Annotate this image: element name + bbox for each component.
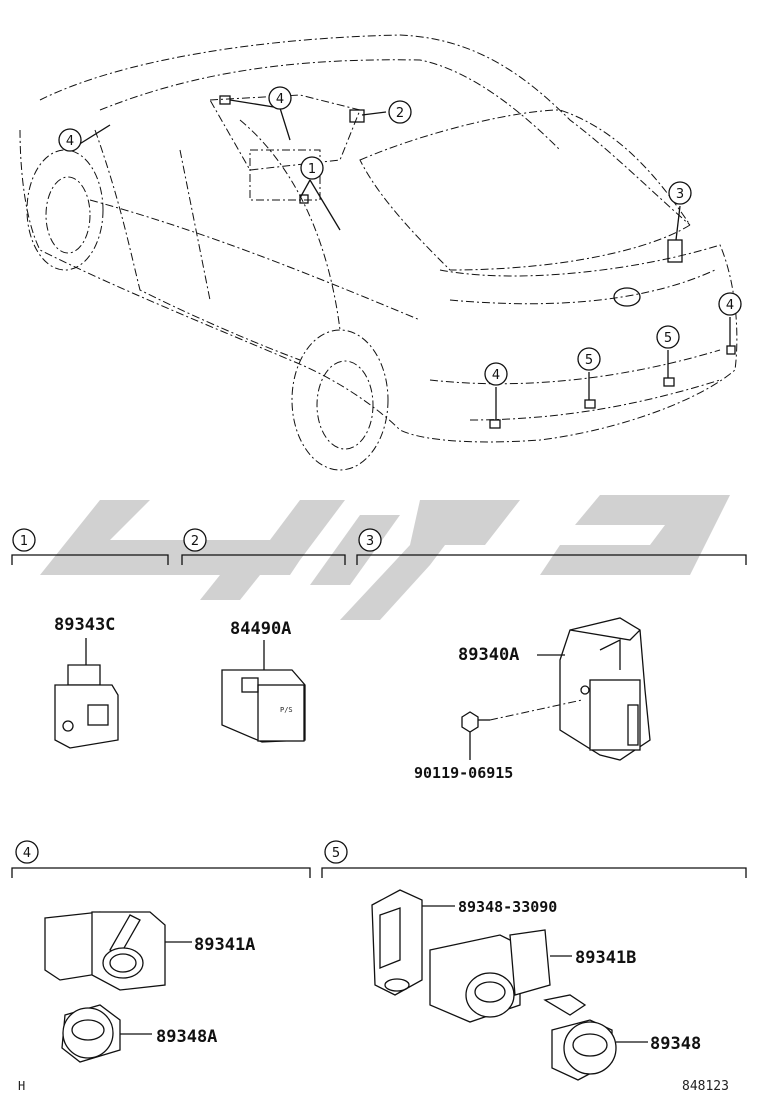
label-89348: 89348 [650, 1034, 701, 1054]
figure-number: 848123 [682, 1079, 729, 1094]
section-4-header: 4 [11, 840, 311, 878]
label-89343C: 89343C [54, 615, 115, 635]
part-89348A-drawing [61, 1004, 152, 1063]
svg-text:4: 4 [492, 368, 500, 383]
part-89343C-drawing [54, 638, 119, 749]
callout-2-car: 2 [388, 100, 412, 124]
callout-3-car: 3 [668, 181, 692, 205]
svg-text:4: 4 [23, 846, 31, 861]
svg-text:1: 1 [308, 162, 316, 177]
callout-4-upper: 4 [268, 86, 292, 110]
part-84490A-drawing: P/S [221, 640, 306, 743]
section-2-header: 2 [181, 528, 346, 565]
svg-text:4: 4 [276, 92, 284, 107]
svg-text:P/S: P/S [280, 706, 293, 714]
svg-text:4: 4 [66, 134, 74, 149]
label-84490A: 84490A [230, 619, 291, 639]
part-89341B-drawing [429, 929, 572, 1023]
svg-text:2: 2 [191, 534, 199, 549]
corner-mark: H [18, 1079, 25, 1093]
callout-4-rear-left: 4 [484, 362, 508, 386]
watermark-logo [40, 495, 730, 620]
part-89348-33090-drawing [371, 889, 455, 996]
bolt-90119-06915-drawing [461, 699, 583, 760]
car-callout-leaders [69, 99, 731, 420]
section-1-header: 1 [11, 528, 169, 565]
svg-text:2: 2 [396, 106, 404, 121]
part-89348-drawing [543, 994, 648, 1081]
callout-1-car: 1 [300, 156, 324, 180]
label-89340A: 89340A [458, 645, 519, 665]
callout-5-rear-right: 5 [656, 325, 680, 349]
svg-text:1: 1 [20, 534, 28, 549]
label-89341B: 89341B [575, 948, 636, 968]
svg-text:5: 5 [585, 353, 593, 368]
section-5-header: 5 [321, 840, 747, 878]
svg-text:3: 3 [366, 534, 374, 549]
svg-text:5: 5 [664, 331, 672, 346]
part-89340A-drawing [537, 617, 651, 761]
callout-4-rear-right: 4 [718, 292, 742, 316]
part-89341A-drawing [44, 911, 192, 991]
label-89348A: 89348A [156, 1027, 217, 1047]
label-90119-06915: 90119-06915 [414, 764, 513, 782]
car-illustration [19, 34, 738, 471]
callout-4-front: 4 [58, 128, 82, 152]
callout-5-rear-center: 5 [577, 347, 601, 371]
section-3-header: 3 [356, 528, 747, 565]
label-89341A: 89341A [194, 935, 255, 955]
svg-text:4: 4 [726, 298, 734, 313]
label-89348-33090: 89348-33090 [458, 898, 557, 916]
svg-text:5: 5 [332, 846, 340, 861]
svg-text:3: 3 [676, 187, 684, 202]
